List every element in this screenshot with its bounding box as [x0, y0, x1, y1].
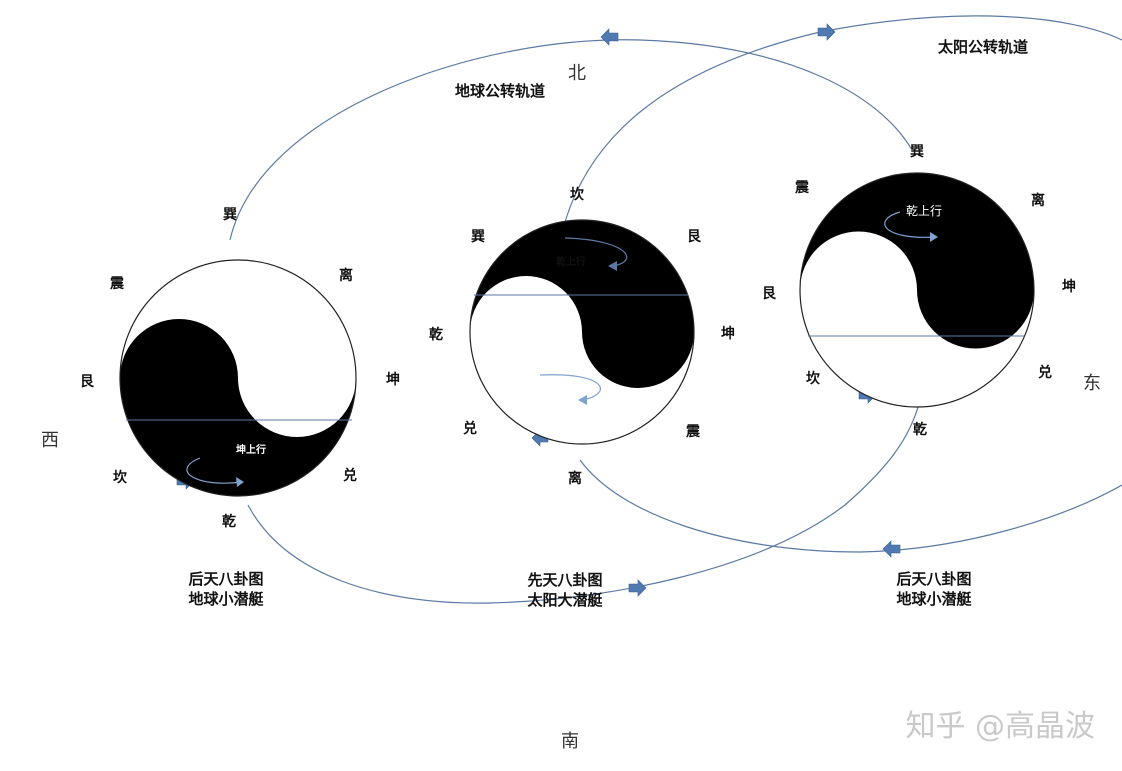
caption-center-line2: 太阳大潜艇 [527, 591, 603, 609]
trigram-label: 坎 [806, 370, 821, 387]
motion-arrowhead-icon [236, 477, 244, 487]
left-taiji [119, 259, 357, 497]
caption-right-line2: 地球小潜艇 [896, 590, 972, 608]
caption-center-line1: 先天八卦图 [527, 571, 602, 589]
motion-label: 乾上行 [556, 255, 586, 268]
trigram-label: 艮 [762, 286, 777, 302]
motion-label: 坤上行 [236, 443, 266, 456]
trigram-label: 坤 [1062, 278, 1076, 295]
orbit-arrow-icon [882, 540, 901, 558]
motion-curl [186, 457, 243, 484]
trigram-label: 坤 [721, 325, 735, 342]
direction-south: 南 [561, 731, 579, 752]
trigram-label: 乾 [222, 513, 236, 530]
motion-label: 坤上行 [530, 401, 560, 414]
trigram-label: 艮 [687, 229, 702, 245]
motion-label: 乾上行 [906, 204, 942, 218]
caption-right-line1: 后天八卦图 [896, 570, 971, 588]
trigram-label: 乾 [913, 421, 927, 438]
direction-west: 西 [41, 430, 59, 451]
motion-curl [539, 374, 601, 401]
orbit-arrow-icon [817, 23, 836, 41]
watermark: 知乎 @高晶波 [905, 709, 1095, 744]
trigram-label: 兑 [1038, 364, 1052, 381]
trigram-label: 巽 [910, 144, 924, 160]
trigram-label: 坤 [386, 371, 400, 388]
trigram-label: 兑 [463, 420, 477, 437]
trigram-label: 乾 [429, 326, 443, 343]
center-taiji [469, 219, 695, 445]
trigram-label: 离 [1031, 192, 1045, 209]
trigram-label: 坎 [570, 186, 585, 203]
trigram-label: 巽 [471, 229, 485, 245]
sun-orbit-bottom [579, 459, 1122, 553]
motion-arrowhead-icon [578, 395, 587, 405]
sun-orbit-top [564, 15, 1122, 223]
sun-orbit-label: 太阳公转轨道 [938, 38, 1028, 56]
trigram-label: 坎 [113, 469, 128, 486]
caption-left-line2: 地球小潜艇 [188, 590, 264, 608]
trigram-label: 艮 [80, 374, 95, 390]
trigram-label: 离 [568, 470, 582, 487]
direction-east: 东 [1083, 373, 1101, 394]
direction-north: 北 [568, 63, 586, 84]
orbit-arrow-icon [628, 579, 647, 597]
trigram-label: 震 [685, 424, 701, 440]
motion-arrowhead-icon [930, 232, 938, 242]
right-taiji [799, 172, 1035, 408]
trigram-label: 震 [109, 276, 125, 292]
caption-left-line1: 后天八卦图 [188, 570, 263, 588]
motion-arrowhead-icon [608, 261, 617, 271]
motion-curl [564, 237, 628, 267]
orbit-arrow-icon [600, 28, 619, 46]
trigram-label: 兑 [343, 467, 357, 484]
motion-curl [884, 211, 936, 238]
trigram-label: 震 [794, 180, 810, 196]
trigram-label: 离 [339, 267, 353, 284]
trigram-label: 巽 [223, 207, 237, 223]
earth-orbit-label: 地球公转轨道 [455, 82, 545, 100]
